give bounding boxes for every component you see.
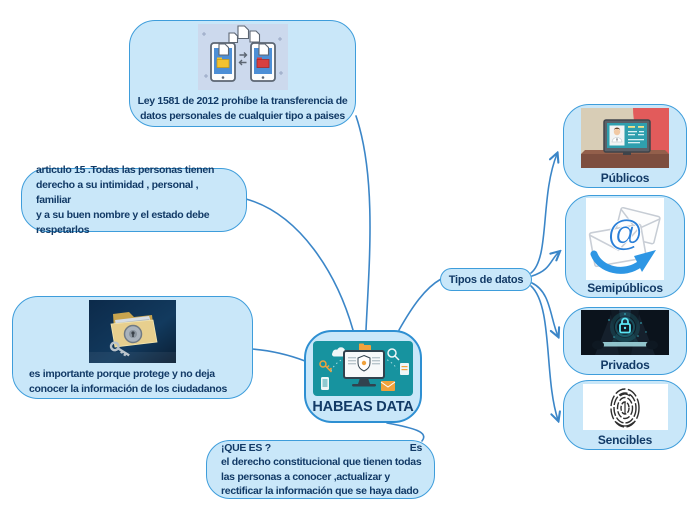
phones-transfer-image [197,23,288,90]
fingerprint-image [582,383,668,430]
node-text-line: conocer la información de los ciudadanos [29,383,228,395]
node-text-line: el derecho constitucional que tienen tod… [221,456,422,468]
public-records-image [581,108,669,168]
node-text-line: las personas a conocer ,actualizar y [221,470,390,483]
connector-ley-root [355,115,371,331]
node-text-line: ¡QUE ES ? Es [221,441,422,456]
node-tipos-de-datos[interactable]: Tipos de datos [440,268,532,291]
node-text-line: y a su buen nombre y el estado debe [36,208,210,221]
que-es-question: ¡QUE ES ? [221,441,271,454]
connector-importancia-root [251,348,306,362]
node-text-line: es importante porque protege y no deja [29,368,215,380]
node-privados[interactable]: Privados [563,307,687,375]
node-habeas-data-root[interactable]: HABEAS DATA [304,330,422,423]
node-label: Sencibles [597,432,653,447]
node-text-line: derecho a su intimidad , personal , fami… [36,178,199,206]
node-label: Privados [600,358,650,372]
node-importancia[interactable]: es importante porque protege y no deja c… [12,296,253,399]
connector-root-quees [386,422,425,442]
node-ley-1581[interactable]: Ley 1581 de 2012 prohíbe la transferenci… [129,20,356,127]
node-sencibles[interactable]: Sencibles [563,380,687,450]
root-node-label: HABEAS DATA [312,398,414,415]
node-label: Tipos de datos [448,273,524,286]
connector-tipos-sencibles [530,285,558,420]
connector-tipos-publicos [530,154,557,274]
connector-root-tipos [398,278,442,331]
digital-lock-image [581,310,669,355]
node-que-es[interactable]: ¡QUE ES ? Es el derecho constitucional q… [206,440,435,499]
node-label: Públicos [600,171,650,185]
connector-tipos-semipublicos [531,252,559,277]
node-text-line: respetarlos [36,223,90,236]
node-text-line: rectificar la información que se haya da… [221,485,419,497]
que-es-answer-start: Es [409,441,423,454]
at-symbol-icon: @ [607,212,642,253]
connector-articulo-root [245,198,354,331]
node-articulo-15[interactable]: articulo 15 .Todas las personas tienen d… [21,164,247,236]
locked-folder-image [89,300,176,363]
node-text-line: datos personales de cualquier tipo a pai… [140,109,345,122]
connector-tipos-privados [531,282,558,336]
data-security-image [313,340,413,396]
node-publicos[interactable]: Públicos [563,104,687,188]
node-label: Semipúblicos [587,281,663,295]
email-envelope-image: @ [586,198,664,280]
node-text-line: articulo 15 .Todas las personas tienen [36,163,215,176]
node-semipublicos[interactable]: @ Semipúblicos [565,195,685,298]
node-text-line: Ley 1581 de 2012 prohíbe la transferenci… [137,94,348,107]
